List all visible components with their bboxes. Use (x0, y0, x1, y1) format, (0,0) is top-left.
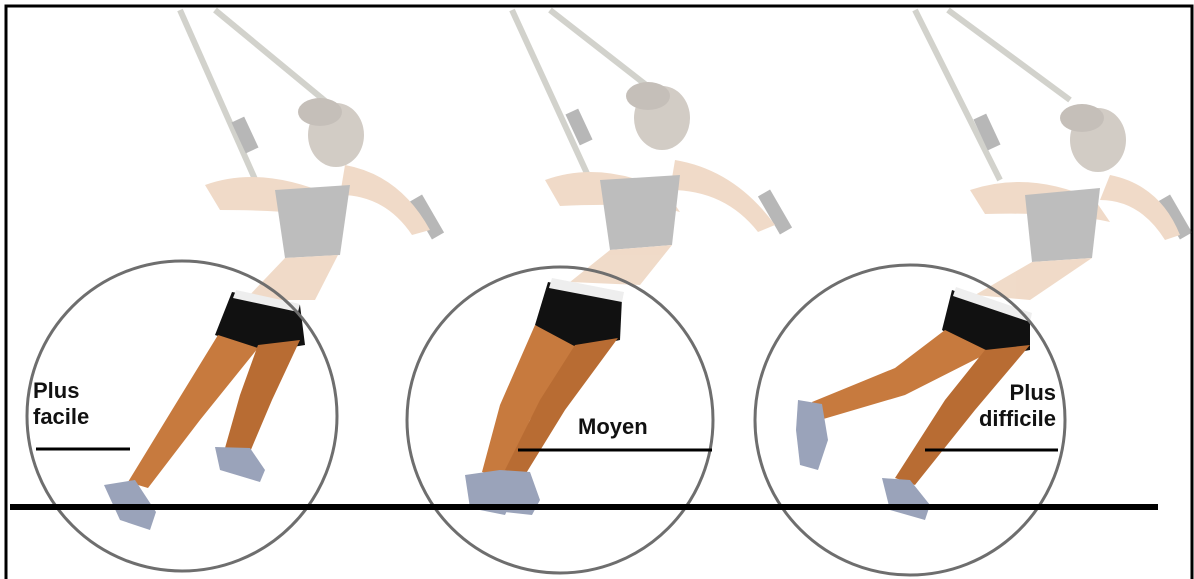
shoe (215, 447, 265, 482)
torso (245, 255, 338, 300)
figure-medium (407, 10, 792, 573)
strap-right (948, 10, 1070, 100)
figure-easy-upper-faded (180, 10, 444, 300)
label-medium: Moyen (578, 414, 648, 440)
torso (975, 258, 1092, 300)
sports-top (1025, 188, 1100, 262)
sports-top (600, 175, 680, 250)
label-easy: Plus facile (33, 378, 89, 430)
hair (626, 82, 670, 110)
label-hard: Plus difficile (952, 380, 1056, 432)
shoe (882, 478, 930, 520)
sports-top (275, 185, 350, 258)
figure-easy (27, 10, 444, 571)
hair (298, 98, 342, 126)
hair (1060, 104, 1104, 132)
figure-hard-upper-faded (915, 10, 1192, 300)
figure-hard (755, 10, 1192, 575)
strap-right (550, 10, 650, 88)
figure-medium-upper-faded (512, 10, 792, 285)
strap-right (215, 10, 330, 105)
